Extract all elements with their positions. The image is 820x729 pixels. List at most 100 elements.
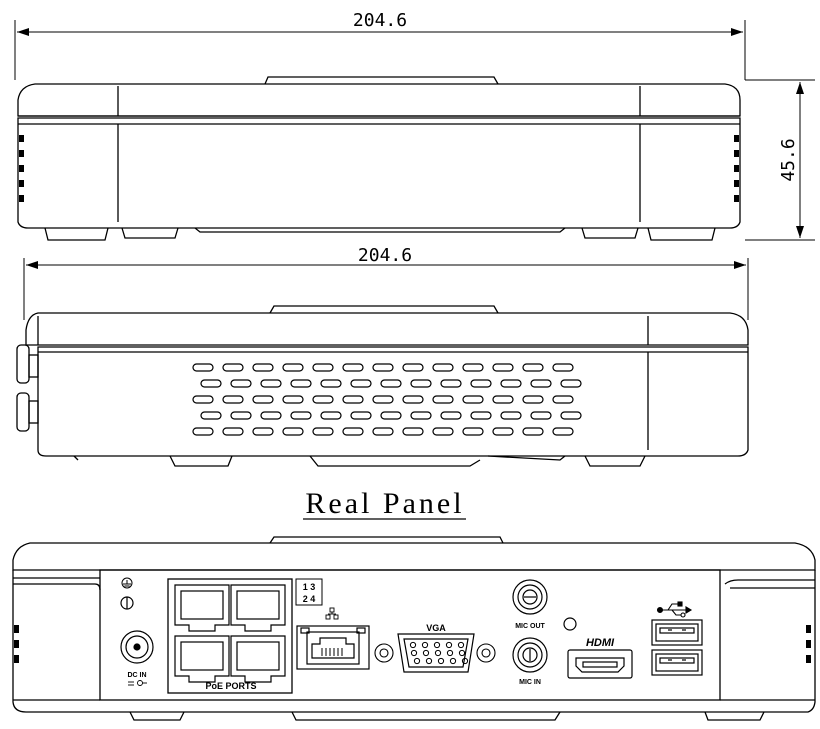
vga-pin <box>445 641 453 649</box>
vent-slot <box>230 411 252 420</box>
vga-pin <box>458 649 466 657</box>
vent-slot <box>350 379 372 388</box>
vent-slot <box>522 427 544 436</box>
vent-slot <box>222 363 244 372</box>
mic-in-jack[interactable] <box>512 637 548 673</box>
vent-slot <box>440 411 462 420</box>
port-number-box <box>295 578 323 606</box>
vent-slot <box>290 379 312 388</box>
vga-pin <box>433 641 441 649</box>
dc-polarity-symbol <box>128 680 147 686</box>
vga-pin <box>409 641 417 649</box>
vga-pin <box>434 649 442 657</box>
poe-port[interactable] <box>230 635 286 683</box>
vga-pins <box>409 641 469 665</box>
vent-slot <box>260 411 282 420</box>
vent-slot <box>312 427 334 436</box>
vga-pin <box>410 649 418 657</box>
vent-slot <box>552 395 574 404</box>
vent-slot <box>282 427 304 436</box>
vent-slot <box>380 411 402 420</box>
vent-slot <box>380 379 402 388</box>
port-numbers-top: 1 3 <box>303 582 316 592</box>
poe-port[interactable] <box>174 635 230 683</box>
vent-slot <box>372 363 394 372</box>
vga-screw-right <box>476 643 496 663</box>
poe-port[interactable] <box>174 584 230 632</box>
side-vent-slots <box>192 363 582 436</box>
vent-slot <box>222 395 244 404</box>
vent-slot <box>342 427 364 436</box>
vent-slot <box>192 395 214 404</box>
power-polarity-icon <box>120 596 134 610</box>
vent-slot <box>252 363 274 372</box>
section-title: Real Panel <box>305 487 464 520</box>
side-view <box>16 258 749 467</box>
vent-slot <box>462 363 484 372</box>
vent-slot <box>252 427 274 436</box>
vent-slot <box>560 411 582 420</box>
poe-port[interactable] <box>230 584 286 632</box>
vent-slot <box>200 379 222 388</box>
vent-slot <box>500 379 522 388</box>
vent-slot <box>500 411 522 420</box>
vent-slot <box>192 427 214 436</box>
poe-ports-label: PoE PORTS <box>205 681 256 691</box>
hdmi-port[interactable] <box>567 649 633 679</box>
vga-pin <box>457 641 465 649</box>
vga-pin <box>422 649 430 657</box>
hdmi-label: HDMI <box>586 637 615 649</box>
network-icon <box>325 607 339 620</box>
usb-icon <box>656 601 693 618</box>
vent-slot <box>440 379 462 388</box>
vent-slot <box>252 395 274 404</box>
usb-port-bottom[interactable] <box>651 649 703 676</box>
vent-slot <box>552 427 574 436</box>
vent-slot <box>410 411 432 420</box>
vga-pin <box>437 657 445 665</box>
vent-slot <box>492 363 514 372</box>
vent-slot <box>402 427 424 436</box>
vent-slot <box>320 411 342 420</box>
vent-slot <box>192 363 214 372</box>
vent-slot <box>402 395 424 404</box>
network-port[interactable] <box>296 625 370 670</box>
vent-slot <box>432 363 454 372</box>
vent-slot <box>372 427 394 436</box>
vent-slot <box>320 379 342 388</box>
vent-slot <box>342 395 364 404</box>
vent-slot <box>282 395 304 404</box>
vga-port[interactable] <box>397 633 475 673</box>
poe-ports[interactable] <box>174 584 286 683</box>
vent-slot <box>492 395 514 404</box>
vga-label: VGA <box>426 623 446 633</box>
top-width-label: 204.6 <box>353 10 407 31</box>
vent-slot <box>410 379 432 388</box>
vent-slot <box>522 395 544 404</box>
vent-slot <box>530 379 552 388</box>
poe-block <box>167 578 293 694</box>
height-label: 45.6 <box>778 138 799 181</box>
vga-pin <box>425 657 433 665</box>
port-numbers-bottom: 2 4 <box>303 594 316 604</box>
vent-slot <box>290 411 312 420</box>
vent-slot <box>530 411 552 420</box>
rear-panel <box>12 536 816 721</box>
mic-out-jack[interactable] <box>512 579 548 615</box>
vent-slot <box>470 411 492 420</box>
vga-pin <box>461 657 469 665</box>
vent-slot <box>260 379 282 388</box>
vent-slot <box>402 363 424 372</box>
vent-slot <box>200 411 222 420</box>
vent-slot <box>350 411 372 420</box>
vga-pin <box>421 641 429 649</box>
mic-out-indicator <box>563 617 577 631</box>
vent-slot <box>432 427 454 436</box>
usb-port-top[interactable] <box>651 619 703 646</box>
mic-out-label: MIC OUT <box>515 623 545 630</box>
vent-slot <box>560 379 582 388</box>
dc-in-jack[interactable] <box>120 630 154 664</box>
vent-slot <box>462 427 484 436</box>
